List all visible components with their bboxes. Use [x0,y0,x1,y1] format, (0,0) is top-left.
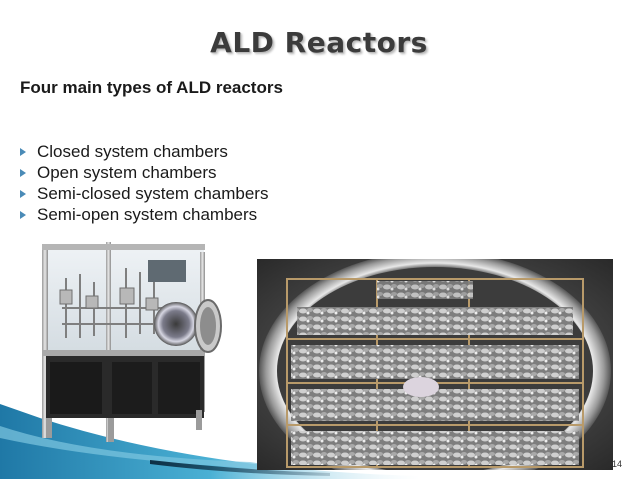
bullet-item: Closed system chambers [20,141,268,162]
triangle-bullet-icon [20,189,26,198]
bullet-text: Open system chambers [37,162,217,182]
slide-subtitle: Four main types of ALD reactors [20,78,283,97]
bullet-item: Open system chambers [20,162,268,183]
bullet-text: Semi-closed system chambers [37,183,269,203]
slide-title: ALD Reactors [210,26,428,59]
triangle-bullet-icon [20,147,26,156]
ald-reactor-machine-image [42,242,222,442]
bullet-text: Semi-open system chambers [37,204,258,224]
bullet-text: Closed system chambers [37,141,228,161]
bullet-list: Closed system chambers Open system chamb… [20,141,268,225]
ald-chamber-trays-image [257,259,613,470]
bullet-item: Semi-closed system chambers [20,183,268,204]
triangle-bullet-icon [20,168,26,177]
bullet-item: Semi-open system chambers [20,204,268,225]
page-number: 14 [611,459,622,469]
triangle-bullet-icon [20,210,26,219]
